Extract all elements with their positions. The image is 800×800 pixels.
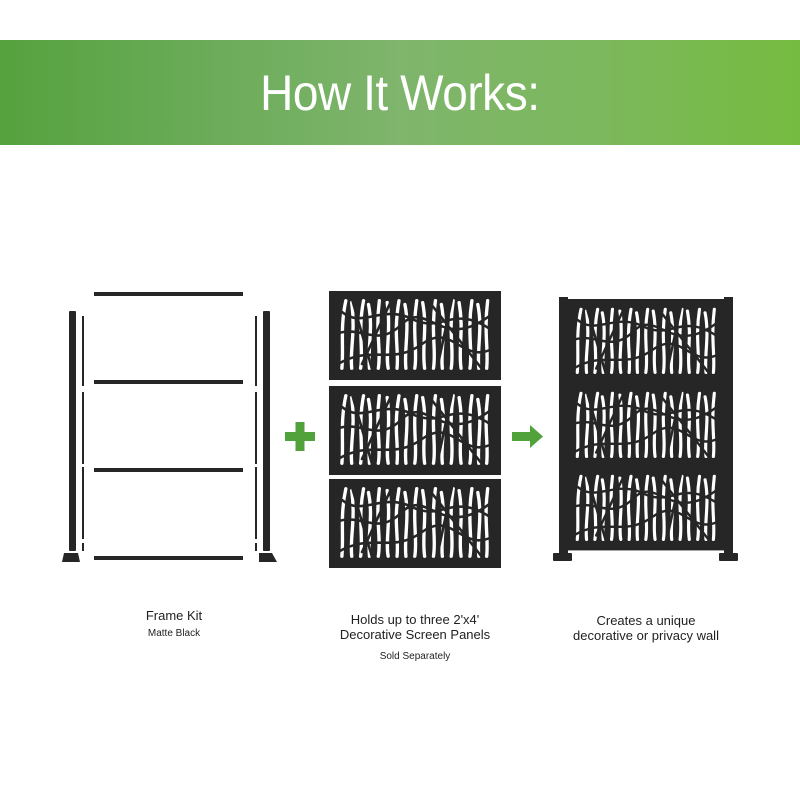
frame-top-rail: [94, 292, 243, 296]
wall-left-post: [559, 297, 568, 555]
screen-panel-3: [332, 482, 498, 565]
plus-icon: [285, 422, 315, 451]
frame-left-foot: [62, 553, 80, 562]
wall-panel-3: [568, 470, 724, 548]
wall-panel-1: [568, 303, 724, 381]
panels-caption: Holds up to three 2'x4' Decorative Scree…: [315, 612, 515, 663]
wall-caption: Creates a unique decorative or privacy w…: [546, 613, 746, 643]
assembled-wall-illustration: [553, 297, 738, 561]
panels-title-line-1: Holds up to three 2'x4': [350, 612, 480, 627]
screen-panel-2: [332, 389, 498, 472]
wall-mid-rail-1: [563, 378, 728, 387]
panels-subtitle: Sold Separately: [379, 651, 451, 662]
arrow-right-icon: [512, 425, 543, 448]
frame-rail-2: [94, 380, 243, 384]
frame-kit-subtitle: Matte Black: [147, 628, 201, 639]
banner-title: How It Works:: [260, 64, 540, 121]
panels-title-line-2: Decorative Screen Panels: [339, 627, 491, 642]
frame-rail-3: [94, 468, 243, 472]
frame-left-channel: [82, 316, 84, 551]
frame-kit-caption: Frame Kit Matte Black: [74, 608, 274, 640]
frame-bottom-rail: [94, 556, 243, 560]
screen-panels-illustration: [332, 294, 498, 565]
wall-bottom-rail: [563, 543, 728, 549]
wall-right-post: [724, 297, 733, 555]
wall-panel-2: [568, 387, 724, 465]
wall-title-line-1: Creates a unique: [596, 613, 696, 628]
frame-right-channel: [255, 316, 257, 551]
how-it-works-banner: How It Works:: [0, 40, 800, 145]
wall-mid-rail-2: [563, 460, 728, 469]
frame-kit-illustration: [62, 292, 277, 562]
wall-right-foot: [719, 553, 738, 561]
frame-right-foot: [259, 553, 277, 562]
frame-left-post: [69, 311, 76, 551]
frame-kit-title: Frame Kit: [145, 608, 203, 623]
wall-left-foot: [553, 553, 572, 561]
wall-title-line-2: decorative or privacy wall: [573, 628, 719, 643]
wall-top-rail: [563, 299, 728, 305]
frame-right-post: [263, 311, 270, 551]
screen-panel-1: [332, 294, 498, 377]
